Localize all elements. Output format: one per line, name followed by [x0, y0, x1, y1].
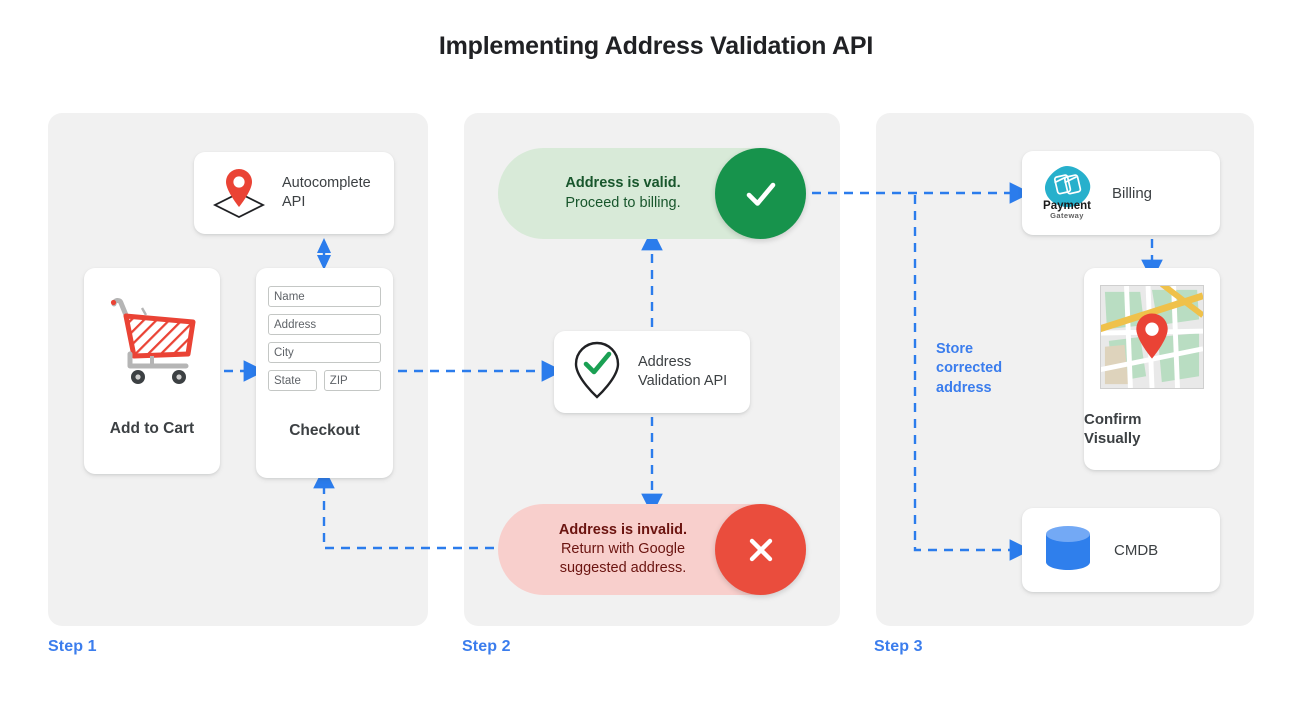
- address-validation-api-label: Address Validation API: [638, 354, 728, 389]
- add-to-cart-card[interactable]: Add to Cart: [84, 268, 220, 474]
- cmdb-card[interactable]: CMDB: [1022, 508, 1220, 592]
- address-field[interactable]: Address: [268, 314, 381, 335]
- billing-label: Billing: [1112, 184, 1153, 202]
- store-corrected-address-note: Store corrected address: [936, 341, 1003, 396]
- pin-check-icon: [570, 339, 624, 406]
- name-field[interactable]: Name: [268, 286, 381, 307]
- step-2-label: Step 2: [462, 638, 511, 655]
- step-3-label: Step 3: [874, 638, 923, 655]
- address-invalid-text: Address is invalid. Return with Google s…: [558, 521, 688, 577]
- page-title: Implementing Address Validation API: [438, 32, 874, 60]
- address-valid-text: Address is valid. Proceed to billing.: [565, 175, 681, 211]
- shopping-cart-icon: [100, 286, 204, 395]
- billing-card[interactable]: Payment Gateway Billing: [1022, 151, 1220, 235]
- checkout-label: Checkout: [289, 421, 360, 439]
- state-field[interactable]: State: [268, 370, 317, 391]
- address-invalid-pill: Address is invalid. Return with Google s…: [498, 504, 806, 595]
- payment-gateway-logo: Payment Gateway: [1036, 160, 1098, 227]
- confirm-visually-card[interactable]: Confirm Visually: [1084, 268, 1220, 470]
- close-icon: [715, 504, 806, 595]
- autocomplete-api-card[interactable]: Autocomplete API: [194, 152, 394, 234]
- address-valid-pill: Address is valid. Proceed to billing.: [498, 148, 806, 239]
- confirm-visually-label: Confirm Visually: [1084, 410, 1142, 447]
- map-pin-diamond-icon: [208, 163, 270, 224]
- state-zip-row: State ZIP: [268, 370, 381, 391]
- payment-logo-line1: Payment: [1043, 200, 1091, 212]
- city-field[interactable]: City: [268, 342, 381, 363]
- step-1-label: Step 1: [48, 638, 97, 655]
- check-icon: [715, 148, 806, 239]
- zip-field[interactable]: ZIP: [323, 370, 381, 391]
- autocomplete-api-label: Autocomplete API: [282, 175, 371, 210]
- payment-logo-line2: Gateway: [1050, 211, 1084, 220]
- add-to-cart-label: Add to Cart: [109, 419, 195, 437]
- map-thumbnail-icon: [1096, 281, 1205, 394]
- cmdb-label: CMDB: [1114, 541, 1159, 559]
- checkout-card[interactable]: Name Address City State ZIP Checkout: [256, 268, 393, 478]
- database-icon: [1040, 520, 1096, 581]
- address-validation-api-card[interactable]: Address Validation API: [554, 331, 750, 413]
